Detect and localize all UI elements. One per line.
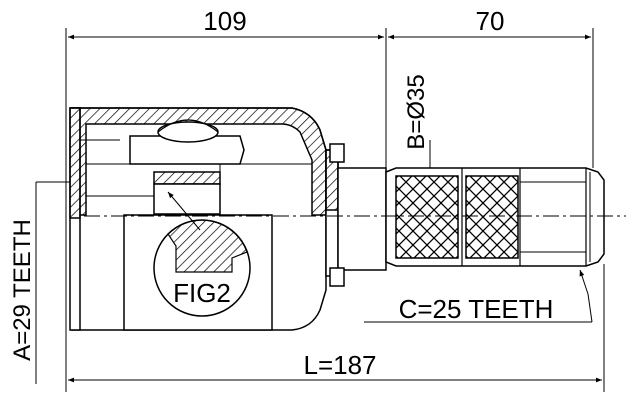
shaft [385, 167, 605, 267]
fig2-leader [167, 191, 201, 231]
fig2-hatch [167, 219, 248, 273]
leader-c [579, 269, 589, 295]
housing-wall-hatch [71, 107, 327, 216]
dim-diameter: B=Ø35 [403, 74, 430, 149]
spline-knurl-1 [395, 175, 459, 259]
leader-c-2 [587, 293, 593, 323]
ball-top [157, 121, 219, 143]
dimension-lines [35, 34, 602, 384]
fig2-detail: FIG2 [153, 191, 251, 317]
dim-109: 109 [203, 6, 246, 36]
boot-neck [325, 143, 387, 287]
dim-70: 70 [476, 6, 505, 36]
inner-race [129, 135, 245, 165]
housing-left-rim-hatch [69, 107, 81, 219]
spline-knurl-2 [465, 175, 519, 259]
dim-total-length: L=187 [303, 350, 376, 380]
fig2-label: FIG2 [173, 278, 231, 308]
dim-shaft-spline: C=25 TEETH [399, 294, 554, 324]
dim-outer-spline: A=29 TEETH [9, 219, 36, 361]
inner-spline-hatch [153, 171, 221, 185]
outer-housing [69, 107, 327, 331]
